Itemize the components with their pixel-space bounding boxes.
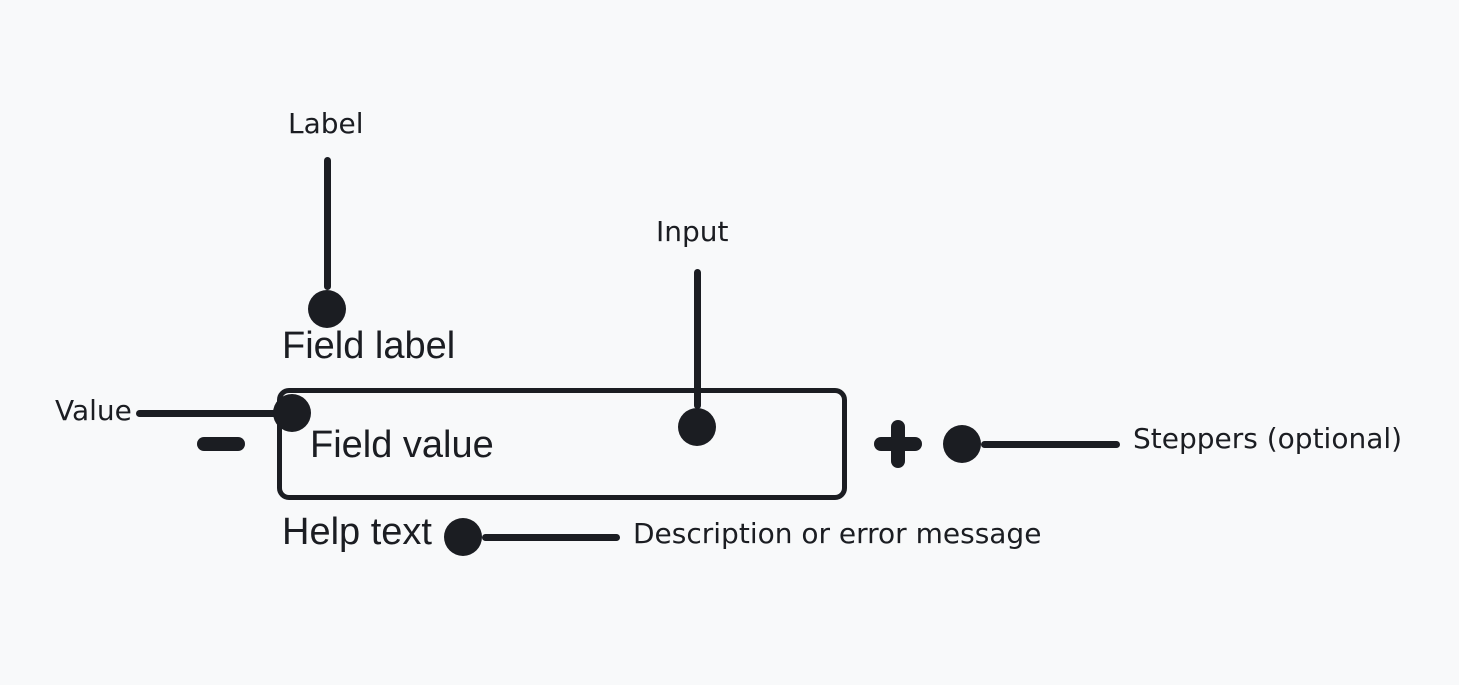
help-anchor-dot xyxy=(444,518,482,556)
callout-steppers: Steppers (optional) xyxy=(1133,422,1403,455)
callout-label: Label xyxy=(288,107,364,140)
label-anchor-dot xyxy=(308,290,346,328)
input-anchor-dot xyxy=(678,408,716,446)
plus-icon[interactable] xyxy=(874,420,922,468)
minus-icon[interactable] xyxy=(197,437,245,451)
field-value: Field value xyxy=(310,424,494,466)
callout-value: Value xyxy=(55,394,132,427)
callout-input: Input xyxy=(656,215,729,248)
input-connector-line xyxy=(694,269,701,409)
value-connector-line xyxy=(136,410,277,417)
label-connector-line xyxy=(324,157,331,290)
help-text: Help text xyxy=(282,511,432,553)
value-anchor-dot xyxy=(273,394,311,432)
callout-help-message: Description or error message xyxy=(633,517,1042,550)
steppers-anchor-dot xyxy=(943,425,981,463)
steppers-connector-line xyxy=(981,441,1120,448)
help-connector-line xyxy=(482,534,620,541)
field-label: Field label xyxy=(282,325,456,367)
number-input-field[interactable] xyxy=(277,388,847,500)
